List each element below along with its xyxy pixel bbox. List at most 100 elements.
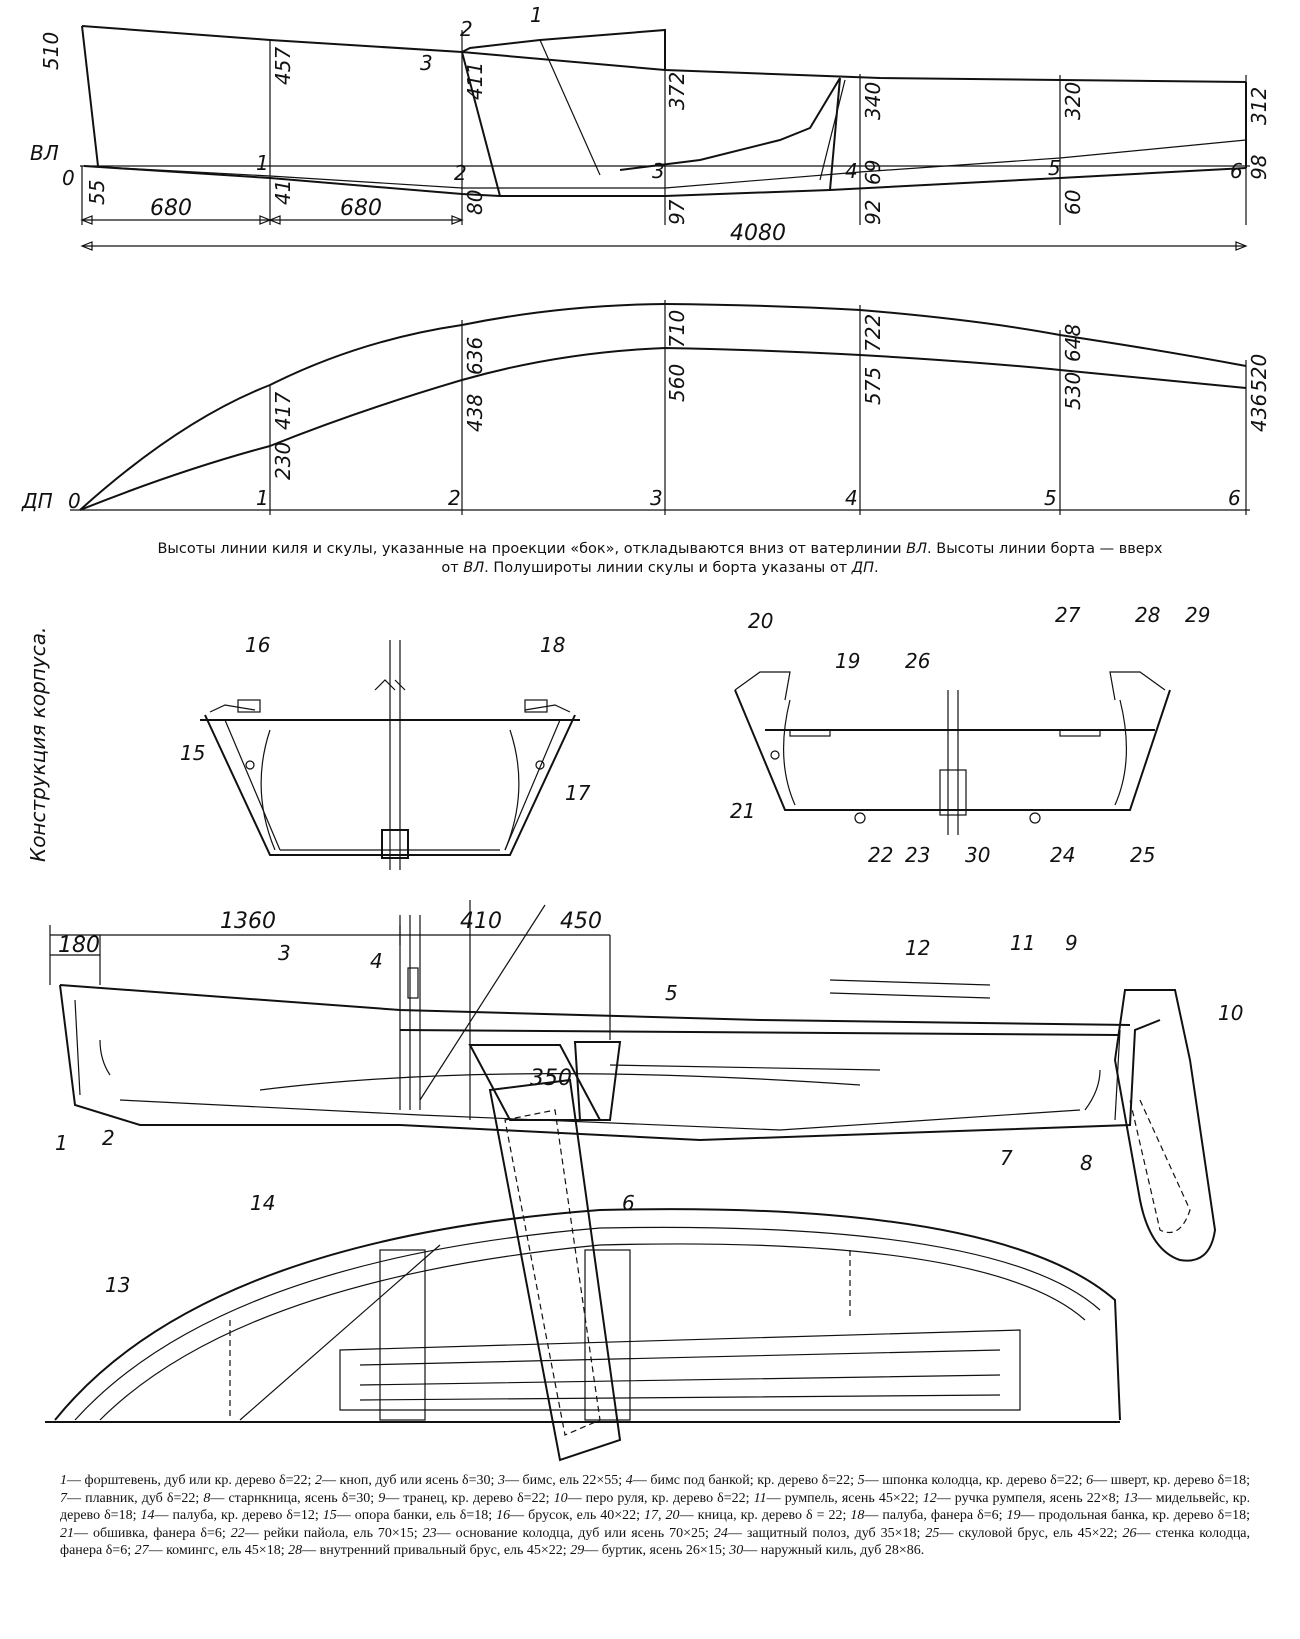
- legend-text: — палуба, фанера δ=6;: [864, 1508, 1003, 1523]
- station-label: 1: [256, 151, 269, 175]
- legend-number: 15: [322, 1508, 337, 1523]
- part-label: 6: [622, 1191, 635, 1215]
- sheer-height: 340: [861, 82, 885, 120]
- legend-text: — форштевень, дуб или кр. дерево δ=22;: [67, 1473, 312, 1488]
- legend-text: — старнкница, ясень δ=30;: [210, 1490, 375, 1506]
- legend-text: — кница, кр. дерево δ = 22;: [679, 1508, 847, 1523]
- spacing-dimension: 680: [150, 196, 192, 221]
- legend-number: 21: [60, 1525, 74, 1541]
- part-label: 13: [105, 1273, 130, 1297]
- legend-number: 6: [1086, 1473, 1094, 1488]
- part-label: 25: [1130, 843, 1155, 867]
- legend-entry: 22— рейки пайола, ель 70×15;: [231, 1526, 418, 1541]
- part-label: 4: [370, 949, 383, 973]
- chine-depth: 69: [861, 160, 885, 185]
- sheer-height: 510: [39, 32, 63, 70]
- keel-depth: 41: [271, 180, 295, 205]
- legend-text: — перо руля, кр. дерево δ=22;: [567, 1490, 750, 1506]
- caption-text: .: [874, 560, 879, 576]
- centerline-label: ДП: [21, 489, 53, 513]
- legend-number: 10: [553, 1490, 568, 1506]
- legend-text: — скуловой брус, ель 45×22;: [939, 1525, 1118, 1541]
- centerboard: [488, 1078, 622, 1462]
- part-label: 27: [1055, 603, 1081, 627]
- tiller-bar: [399, 1029, 1121, 1036]
- trunk-front: [461, 51, 501, 197]
- plan-station-numbers: 0 1 2 3 4 5 6: [68, 486, 1241, 513]
- sheer-height: 312: [1247, 87, 1271, 125]
- legend-entry: 24— защитный полоз, дуб 35×18;: [714, 1526, 921, 1541]
- station-label: 3: [652, 159, 665, 183]
- legend-text: — основание колодца, дуб или ясень 70×25…: [436, 1525, 709, 1541]
- half-breadth: 417: [271, 392, 295, 430]
- part-label: 22: [868, 843, 893, 867]
- station-label: 5: [1044, 486, 1057, 510]
- dimension: 180: [58, 933, 100, 958]
- legend-entry: 1— форштевень, дуб или кр. дерево δ=22;: [60, 1473, 311, 1488]
- part-label: 20: [748, 609, 773, 633]
- aft-frame-inner: [819, 79, 846, 181]
- legend-text: — мидельвейс, кр. дерево δ=18;: [60, 1490, 1251, 1524]
- part-label: 23: [905, 843, 930, 867]
- keel-depth: 80: [463, 190, 487, 215]
- legend-number: 5: [857, 1473, 865, 1488]
- total-length: 4080: [730, 221, 786, 246]
- station-label: 3: [650, 486, 663, 510]
- plan-view: ДП 0 1 2 3 4 5 6 417 636 710 722 648 520…: [21, 300, 1271, 515]
- part-label: 18: [540, 633, 565, 657]
- section-left: [200, 640, 580, 870]
- legend-entry: 28— внутренний привальный брус, ель 45×2…: [288, 1543, 567, 1558]
- legend-number: 28: [288, 1543, 303, 1558]
- legend-text: — плавник, дуб δ=22;: [67, 1490, 200, 1506]
- half-breadth: 636: [463, 337, 487, 375]
- legend-entry: 18— палуба, фанера δ=6;: [850, 1508, 1002, 1523]
- legend-entry: 30— наружный киль, дуб 28×86.: [729, 1543, 924, 1558]
- part-label: 19: [835, 649, 860, 673]
- legend-entry: 4— бимс под банкой; кр. дерево δ=22;: [626, 1473, 854, 1488]
- station-label: 2: [454, 161, 467, 185]
- legend-number: 12: [922, 1490, 937, 1506]
- section-title-vertical: Конструкция корпуса.: [20, 610, 50, 870]
- legend-number: 25: [925, 1525, 940, 1541]
- legend-number: 4: [625, 1473, 633, 1488]
- side-station-numbers: 0 1 2 3 4 5 6 1 3 2: [62, 3, 1243, 190]
- part-label: 15: [180, 741, 205, 765]
- legend-text: — стенка колодца, фанера δ=6;: [60, 1525, 1251, 1559]
- station-label: 4: [845, 486, 858, 510]
- parts-legend: 1— форштевень, дуб или кр. дерево δ=22; …: [60, 1472, 1250, 1560]
- part-label: 3: [420, 51, 433, 75]
- legend-number: 18: [850, 1508, 865, 1523]
- half-breadth: 560: [665, 364, 689, 402]
- dimension: 1360: [220, 909, 276, 934]
- legend-entry: 14— палуба, кр. дерево δ=12;: [140, 1508, 318, 1523]
- deck-arch-outer: [54, 1208, 1121, 1421]
- legend-text: — кноп, дуб или ясень δ=30;: [322, 1473, 495, 1488]
- legend-entry: 26— стенка колодца, фанера δ=6;: [60, 1526, 1250, 1559]
- legend-text: — продольная банка, кр. дерево δ=18;: [1020, 1508, 1251, 1523]
- station-lines: [81, 30, 1247, 225]
- station-label: 5: [1048, 156, 1061, 180]
- dimension-lines: [80, 215, 1248, 251]
- station-label: 6: [1230, 159, 1243, 183]
- keel-depth: 97: [665, 199, 689, 225]
- caption-dp: ДП: [851, 560, 875, 576]
- half-breadth: 436: [1247, 394, 1271, 432]
- half-breadth: 530: [1061, 372, 1085, 410]
- part-label: 2: [460, 17, 473, 41]
- legend-text: — рейки пайола, ель 70×15;: [244, 1525, 418, 1541]
- legend-entry: 13— мидельвейс, кр. дерево δ=18;: [60, 1491, 1250, 1524]
- part-label: 2: [102, 1126, 115, 1150]
- dimension: 450: [560, 909, 602, 934]
- stem-line: [81, 25, 99, 167]
- legend-entry: 11— румпель, ясень 45×22;: [754, 1491, 919, 1506]
- legend-text: — бимс, ель 22×55;: [504, 1473, 623, 1488]
- caption-text: . Полушироты линии скулы и борта указаны…: [484, 560, 852, 576]
- station-label: 6: [1228, 486, 1241, 510]
- legend-entry: 29— буртик, ясень 26×15;: [570, 1543, 726, 1558]
- hull-profile: [59, 984, 1161, 1142]
- part-label: 21: [730, 799, 755, 823]
- part-label: 7: [1000, 1146, 1013, 1170]
- part-label: 14: [250, 1191, 275, 1215]
- keel-depths: 55 41 80 97 92 60 98 69: [85, 155, 1271, 225]
- legend-number: 17, 20: [644, 1508, 680, 1523]
